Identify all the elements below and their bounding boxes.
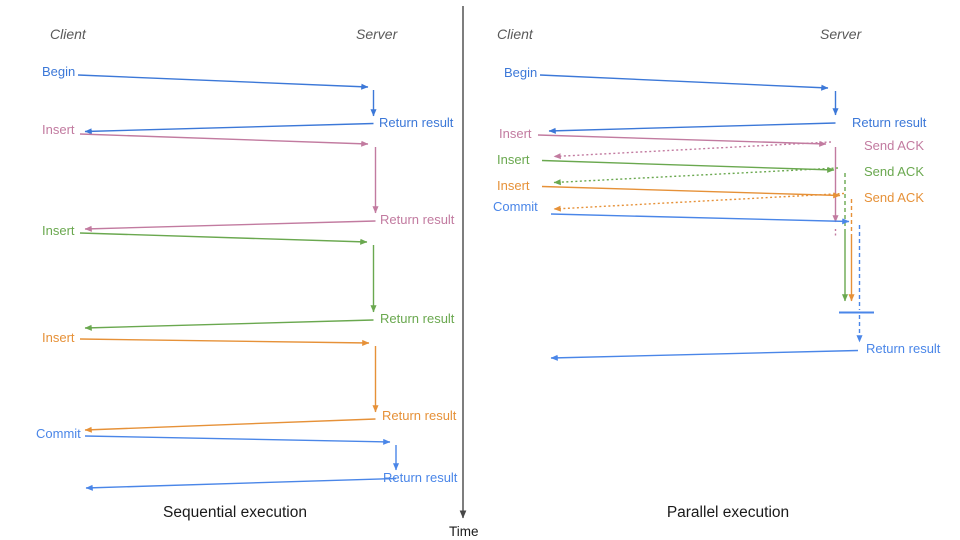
seq-insert2-label: Insert	[42, 223, 75, 238]
sequential-panel: Client Server Begin Return result Insert…	[36, 26, 458, 521]
seq-commit-return-arrow	[85, 477, 397, 491]
par-insert1-label: Insert	[499, 126, 532, 141]
seq-insert1-return-arrow	[84, 220, 376, 232]
par-commit-return-label: Return result	[866, 341, 941, 356]
seq-insert1-label: Insert	[42, 122, 75, 137]
par-insert3-ack-arrow	[553, 192, 845, 212]
parallel-panel-title: Parallel execution	[667, 504, 789, 521]
seq-server-heading: Server	[356, 26, 399, 42]
par-insert1-ack-label: Send ACK	[864, 138, 924, 153]
par-begin-request-arrow	[539, 74, 829, 91]
seq-insert2-return-label: Return result	[380, 311, 455, 326]
seq-insert3-label: Insert	[42, 330, 75, 345]
par-begin-label: Begin	[504, 65, 537, 80]
par-insert3-label: Insert	[497, 178, 530, 193]
seq-begin-label: Begin	[42, 64, 75, 79]
time-axis: Time	[449, 6, 479, 539]
par-begin-return-arrow	[548, 122, 836, 134]
par-insert1-request-arrow	[537, 134, 827, 147]
par-insert1-ack-arrow	[553, 141, 832, 160]
seq-commit-return-label: Return result	[383, 470, 458, 485]
seq-commit-label: Commit	[36, 426, 81, 441]
seq-insert1-return-label: Return result	[380, 212, 455, 227]
seq-begin-return-label: Return result	[379, 115, 454, 130]
par-insert2-ack-label: Send ACK	[864, 164, 924, 179]
seq-insert1-request-arrow	[79, 133, 369, 147]
par-commit-label: Commit	[493, 199, 538, 214]
time-axis-label: Time	[449, 524, 479, 539]
par-commit-request-arrow	[550, 213, 850, 225]
par-insert2-request-arrow	[541, 159, 835, 173]
par-client-heading: Client	[497, 26, 534, 42]
par-server-heading: Server	[820, 26, 863, 42]
seq-insert2-request-arrow	[79, 232, 368, 245]
seq-insert3-return-arrow	[84, 418, 376, 433]
seq-insert3-return-label: Return result	[382, 408, 457, 423]
par-insert3-ack-label: Send ACK	[864, 190, 924, 205]
par-commit-return-arrow	[550, 349, 859, 361]
seq-insert3-request-arrow	[79, 338, 370, 346]
seq-commit-request-arrow	[84, 435, 391, 445]
seq-begin-request-arrow	[77, 74, 369, 90]
seq-begin-return-arrow	[84, 122, 374, 135]
sequential-panel-title: Sequential execution	[163, 504, 307, 521]
parallel-panel: Client Server Begin Return result Insert…	[493, 26, 941, 521]
seq-client-heading: Client	[50, 26, 87, 42]
par-insert3-request-arrow	[541, 185, 841, 199]
par-insert2-ack-arrow	[553, 167, 839, 186]
seq-insert2-return-arrow	[84, 319, 374, 331]
par-insert2-label: Insert	[497, 152, 530, 167]
par-begin-return-label: Return result	[852, 115, 927, 130]
